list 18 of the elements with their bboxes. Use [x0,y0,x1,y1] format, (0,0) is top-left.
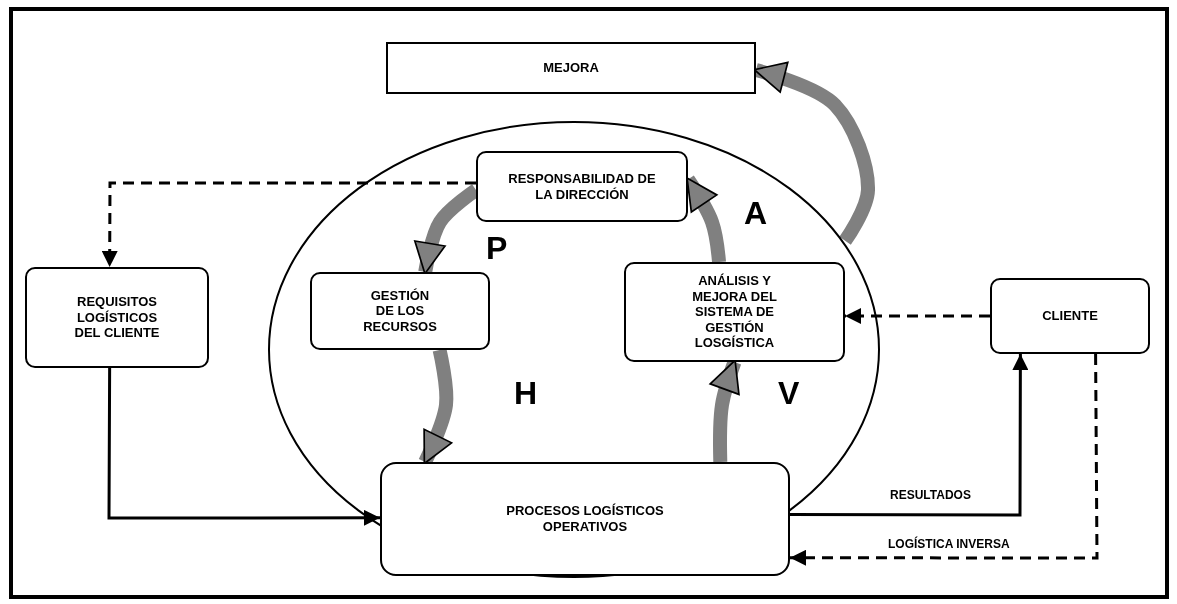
cycle-arrow [709,359,742,463]
process-box: GESTIÓN DE LOS RECURSOS [310,272,490,350]
phase-letter: A [744,197,768,229]
process-box: ANÁLISIS Y MEJORA DEL SISTEMA DE GESTIÓN LOSGÍSTICA [624,262,845,362]
process-box: CLIENTE [990,278,1150,354]
process-box: MEJORA [386,42,756,94]
phase-letter: P [486,232,508,264]
arrow [790,354,1099,566]
arrow [107,368,380,526]
process-box: REQUISITOS LOGÍSTICOS DEL CLIENTE [25,267,209,368]
process-box: RESPONSABILIDAD DE LA DIRECCIÓN [476,151,688,222]
arrow [845,308,990,324]
edge-label: RESULTADOS [888,488,973,502]
phase-letter: H [514,377,538,409]
edge-label: LOGÍSTICA INVERSA [886,537,1012,551]
phase-letter: V [778,377,800,409]
arrow [101,181,476,267]
arrow [790,354,1029,517]
